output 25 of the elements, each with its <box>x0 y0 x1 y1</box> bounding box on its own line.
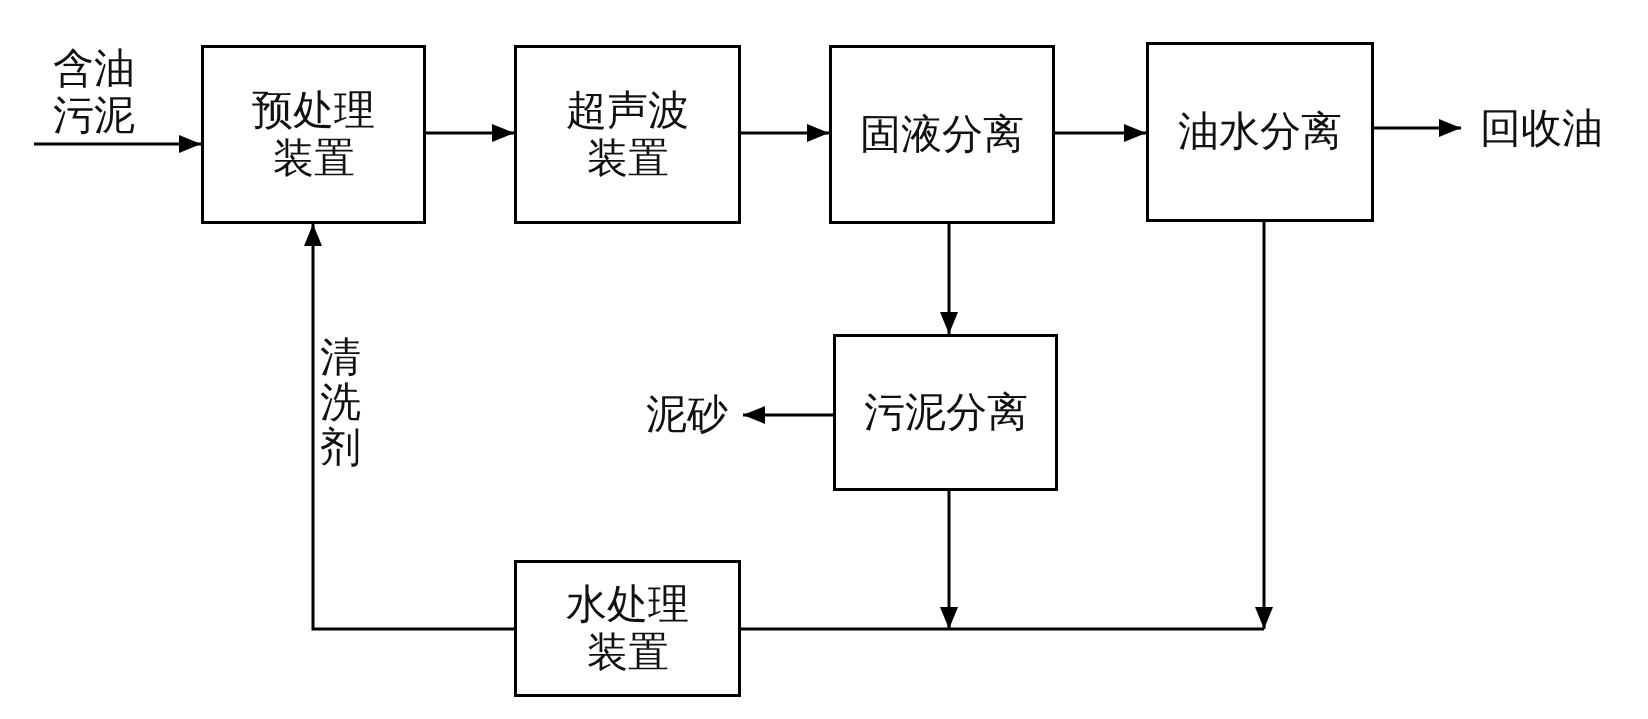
process-box <box>829 45 1055 224</box>
flow-label: 回收油 <box>1478 105 1604 153</box>
process-box <box>1146 42 1374 222</box>
arrow <box>940 224 958 334</box>
box-label: 预处理装置 <box>251 87 376 182</box>
box-label: 水处理装置 <box>565 581 690 676</box>
process-box <box>201 45 426 224</box>
arrow <box>304 224 514 631</box>
process-box <box>514 45 741 224</box>
flow-label: 泥砂 <box>645 391 729 439</box>
box-label: 污泥分离 <box>862 388 1029 437</box>
arrow <box>1055 124 1146 142</box>
arrow <box>940 491 958 629</box>
flow-label: 含油污泥 <box>52 44 136 140</box>
arrow <box>743 406 833 424</box>
arrow <box>1255 222 1273 629</box>
box-label: 超声波装置 <box>565 87 690 182</box>
box-label: 固液分离 <box>859 110 1025 159</box>
arrow <box>741 124 829 142</box>
box-label: 油水分离 <box>1177 108 1343 156</box>
process-box <box>833 334 1058 491</box>
process-box <box>514 560 741 697</box>
arrow <box>1374 119 1461 137</box>
arrow <box>34 135 201 153</box>
arrow <box>426 124 514 142</box>
